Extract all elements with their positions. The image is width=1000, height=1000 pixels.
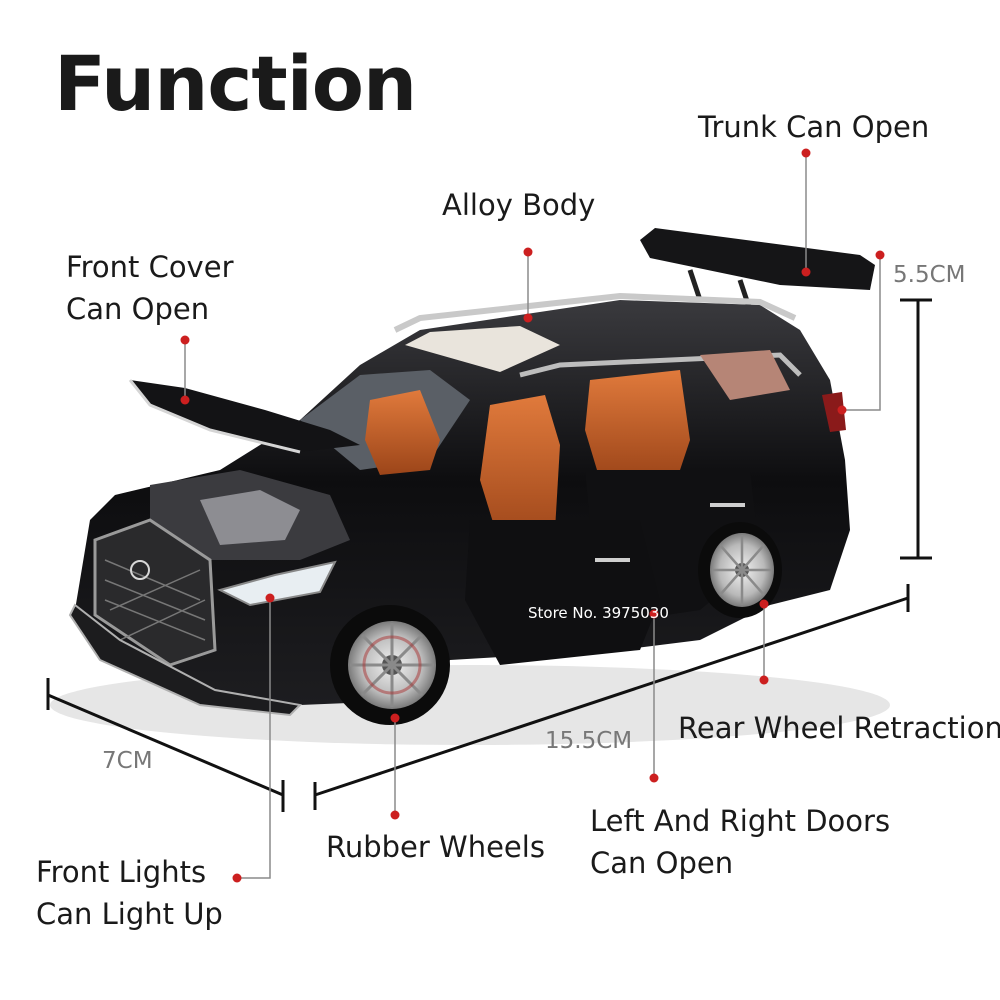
headlight — [217, 560, 337, 607]
store-watermark: Store No. 3975030 — [528, 604, 669, 622]
page-title: Function — [54, 39, 417, 128]
front-bumper — [68, 603, 303, 717]
brand-emblem — [130, 560, 150, 580]
rear-seat — [585, 370, 690, 480]
label-trunk: Trunk Can Open — [698, 110, 930, 144]
label-doors: Left And Right Doors Can Open — [590, 800, 890, 884]
label-front-lights: Front Lights Can Light Up — [36, 851, 223, 935]
roof-rail — [393, 292, 797, 333]
height-dimension-line — [900, 298, 932, 560]
sunroof — [405, 326, 560, 372]
middle-seat — [480, 395, 560, 545]
callout-dots — [180, 148, 885, 883]
label-front-lights-line2: Can Light Up — [36, 897, 223, 932]
chrome-trim — [519, 352, 802, 378]
front-wheel — [330, 605, 450, 725]
dimension-height: 5.5CM — [893, 262, 966, 288]
label-rubber-wheels: Rubber Wheels — [326, 830, 545, 864]
width-dimension-line — [46, 678, 285, 812]
dimension-length: 15.5CM — [545, 728, 633, 754]
engine-cover — [200, 490, 300, 545]
label-front-lights-line1: Front Lights — [36, 855, 207, 889]
label-rear-wheel: Rear Wheel Retraction — [678, 711, 1000, 745]
label-doors-line1: Left And Right Doors — [590, 804, 891, 838]
dimension-width: 7CM — [102, 748, 153, 774]
label-doors-line2: Can Open — [590, 846, 734, 881]
hood-edge — [128, 379, 301, 454]
label-alloy-body: Alloy Body — [442, 188, 596, 222]
callout-lines — [184, 153, 881, 879]
open-front-door — [465, 520, 660, 665]
label-front-cover: Front Cover Can Open — [66, 246, 234, 330]
taillight — [822, 392, 846, 432]
label-front-cover-line1: Front Cover — [66, 250, 234, 284]
rear-window — [700, 350, 790, 400]
grille-pattern — [104, 559, 206, 641]
grille — [93, 518, 217, 667]
length-dimension-line — [313, 584, 910, 810]
label-front-cover-line2: Can Open — [66, 292, 210, 327]
rear-wheel — [698, 522, 782, 618]
trunk-lid — [640, 228, 875, 290]
front-seat — [365, 390, 440, 475]
